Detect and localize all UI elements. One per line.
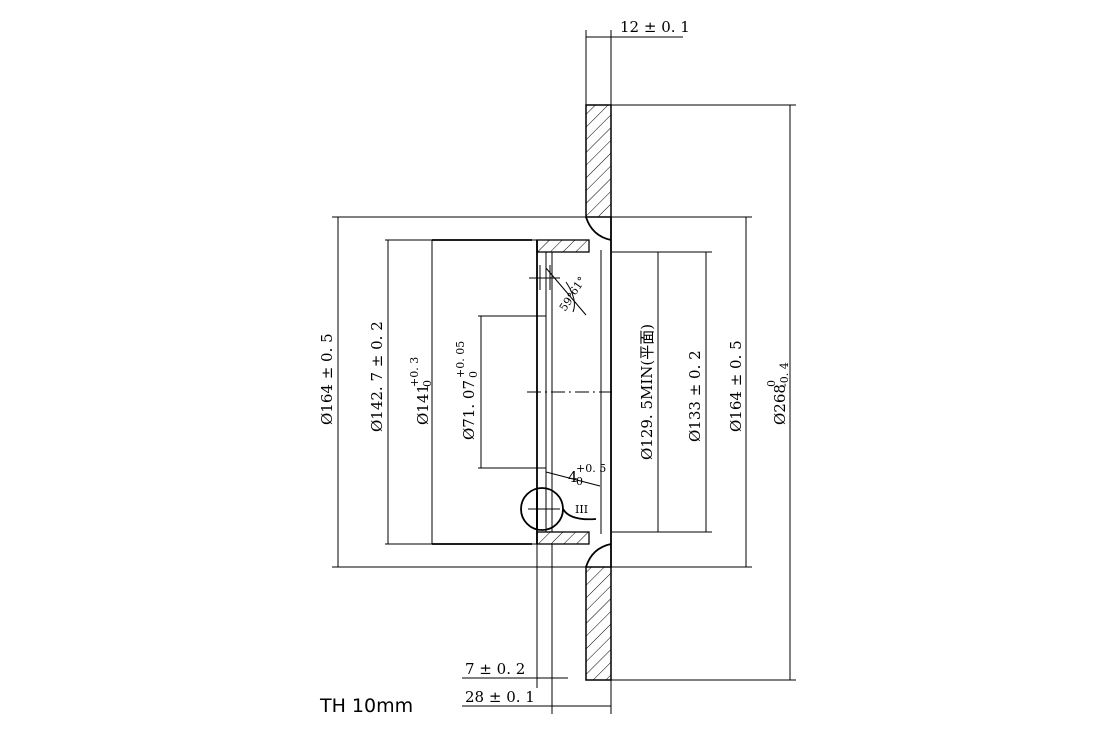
svg-text:0: 0: [576, 475, 583, 488]
dim-outer-diameter-right: Ø164 ± 0. 5: [727, 340, 745, 432]
disc-upper-section: [585, 104, 612, 218]
dim-min-face: Ø129. 5MIN(平面): [638, 324, 656, 460]
lower-relief-groove: [585, 543, 612, 568]
dim-bell-diameter: Ø142. 7 ± 0. 2: [368, 321, 386, 432]
detail-marker: [520, 487, 597, 531]
svg-text:Ø71. 07: Ø71. 07: [460, 380, 478, 440]
svg-text:+0. 5: +0. 5: [576, 462, 606, 475]
angle-arc-61: [565, 281, 575, 313]
detail-label: III: [575, 503, 588, 516]
disc-lower-section: [585, 566, 612, 681]
dim-disc-diameter: Ø268 0 -0. 4: [765, 362, 791, 425]
hat-upper-flange: [536, 239, 590, 253]
svg-text:-0. 4: -0. 4: [778, 362, 791, 387]
bottom-dimensions: [462, 544, 612, 714]
top-dimension: [585, 30, 683, 105]
left-dimensions: [332, 216, 586, 568]
thickness-note: TH 10mm: [319, 695, 413, 717]
dim-total-height: 28 ± 0. 1: [465, 688, 535, 706]
svg-text:0: 0: [467, 371, 480, 378]
dim-pcd: Ø133 ± 0. 2: [686, 350, 704, 442]
svg-text:Ø141: Ø141: [414, 384, 432, 425]
right-dimensions: [611, 104, 796, 681]
dim-center-bore: Ø71. 07 +0. 05 0: [454, 341, 480, 440]
hat-lower-flange: [536, 531, 590, 545]
svg-text:+0. 3: +0. 3: [408, 357, 421, 387]
svg-text:Ø268: Ø268: [771, 384, 789, 425]
dim-outer-diameter-left: Ø164 ± 0. 5: [318, 333, 336, 425]
dim-hub-height: 12 ± 0. 1: [620, 18, 690, 36]
svg-text:0: 0: [765, 380, 778, 387]
svg-text:0: 0: [421, 380, 434, 387]
dim-hat-depth: 7 ± 0. 2: [465, 660, 525, 678]
dim-chamfer: 4 +0. 5 0: [568, 462, 606, 488]
upper-relief-groove: [585, 216, 612, 241]
svg-text:+0. 05: +0. 05: [454, 341, 467, 378]
svg-text:4: 4: [568, 468, 578, 486]
dim-bore-diameter: Ø141 +0. 3 0: [408, 357, 434, 425]
